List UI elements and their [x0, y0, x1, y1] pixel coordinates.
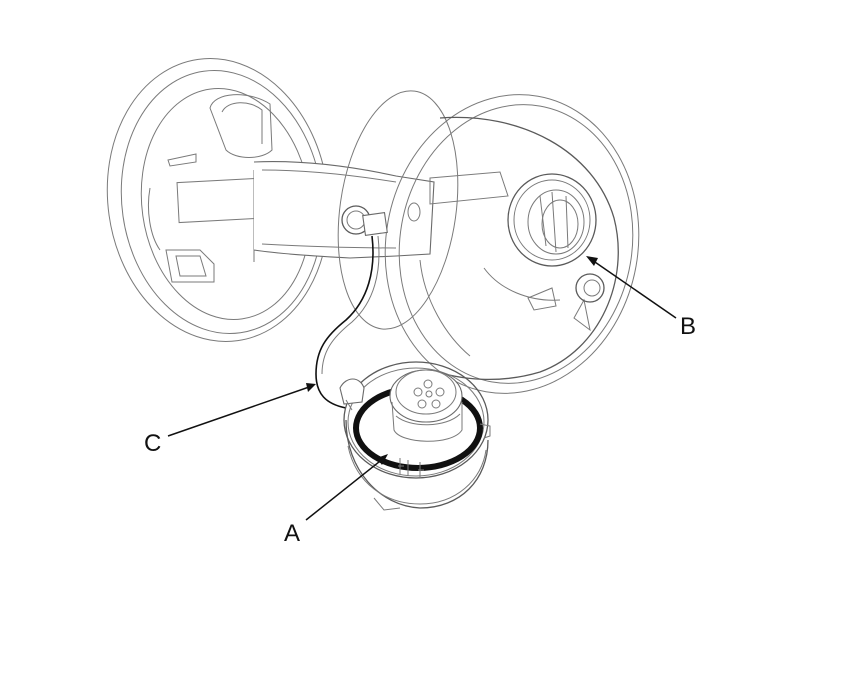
- arrowhead-a: [377, 454, 388, 465]
- arrowhead-b: [586, 256, 598, 266]
- callout-label-a: A: [284, 520, 300, 547]
- tether-strap: [315, 211, 388, 409]
- filler-neck: [507, 173, 605, 303]
- callout-label-c: C: [144, 430, 161, 457]
- filler-pocket: [337, 90, 640, 394]
- arrowhead-c: [306, 383, 316, 392]
- fuel-cap: [339, 361, 491, 511]
- callout-label-b: B: [680, 313, 696, 340]
- leader-line-c: [167, 385, 313, 437]
- leader-line-b: [591, 259, 677, 319]
- door-hinge-arm: [253, 161, 435, 259]
- leader-lines: [167, 256, 677, 521]
- leader-line-a: [305, 457, 385, 521]
